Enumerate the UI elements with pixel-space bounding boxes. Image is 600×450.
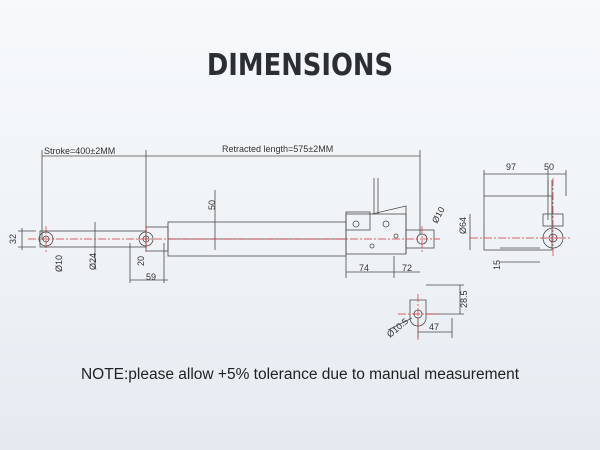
dim-phi24: Ø24	[88, 253, 98, 270]
dim-59: 59	[146, 272, 156, 282]
end-view-body	[483, 195, 553, 251]
dim-72: 72	[402, 263, 412, 273]
dim-28-5: 28.5	[459, 290, 469, 308]
dim-97: 97	[506, 162, 516, 172]
dim-47: 47	[429, 322, 439, 332]
dim-15: 15	[492, 260, 502, 270]
dim-phi10-right: Ø10	[430, 205, 447, 225]
dim-stroke: Stroke=400±2MM	[44, 146, 115, 156]
dim-phi10-left: Ø10	[54, 255, 64, 272]
dim-32: 32	[8, 234, 18, 244]
dim-74: 74	[359, 263, 369, 273]
dim-20: 20	[136, 256, 146, 266]
dim-50-top: 50	[544, 162, 554, 172]
dim-phi10-5: Ø10.5	[385, 316, 410, 339]
page-title: DIMENSIONS	[206, 48, 394, 83]
eye-detail	[409, 299, 427, 327]
dim-phi64: Ø64	[458, 217, 468, 234]
dim-50-body: 50	[207, 200, 217, 210]
tolerance-note: NOTE:please allow +5% tolerance due to m…	[80, 366, 520, 383]
dim-retracted: Retracted length=575±2MM	[222, 144, 333, 154]
